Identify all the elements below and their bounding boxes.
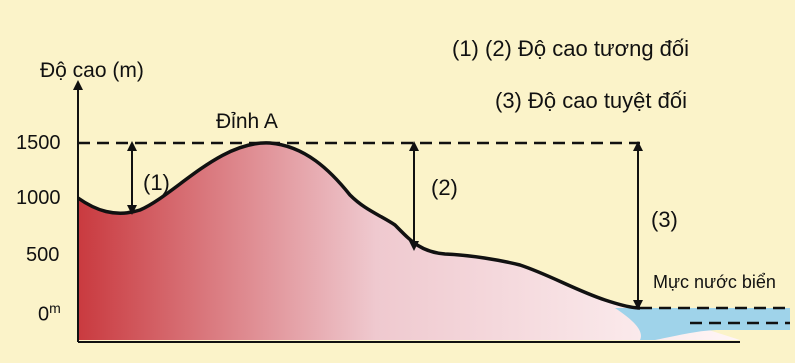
tick-1500: 1500: [16, 132, 61, 154]
marker-3: (3): [651, 207, 678, 232]
tick-0-unit: m: [49, 300, 61, 316]
legend-absolute: (3) Độ cao tuyệt đối: [495, 88, 687, 113]
axis-title: Độ cao (m): [40, 59, 144, 82]
sea-water: [615, 308, 790, 340]
tick-0: 0m: [38, 300, 61, 327]
sea-level-label: Mực nước biển: [653, 272, 776, 292]
tick-0-value: 0: [38, 303, 50, 326]
marker-1: (1): [143, 170, 170, 195]
tick-500: 500: [26, 244, 60, 266]
legend-relative: (1) (2) Độ cao tương đối: [452, 36, 690, 61]
tick-1000: 1000: [16, 187, 61, 209]
terrain-outline: [76, 141, 641, 310]
peak-label: Đỉnh A: [216, 110, 278, 133]
marker-2: (2): [431, 175, 458, 200]
